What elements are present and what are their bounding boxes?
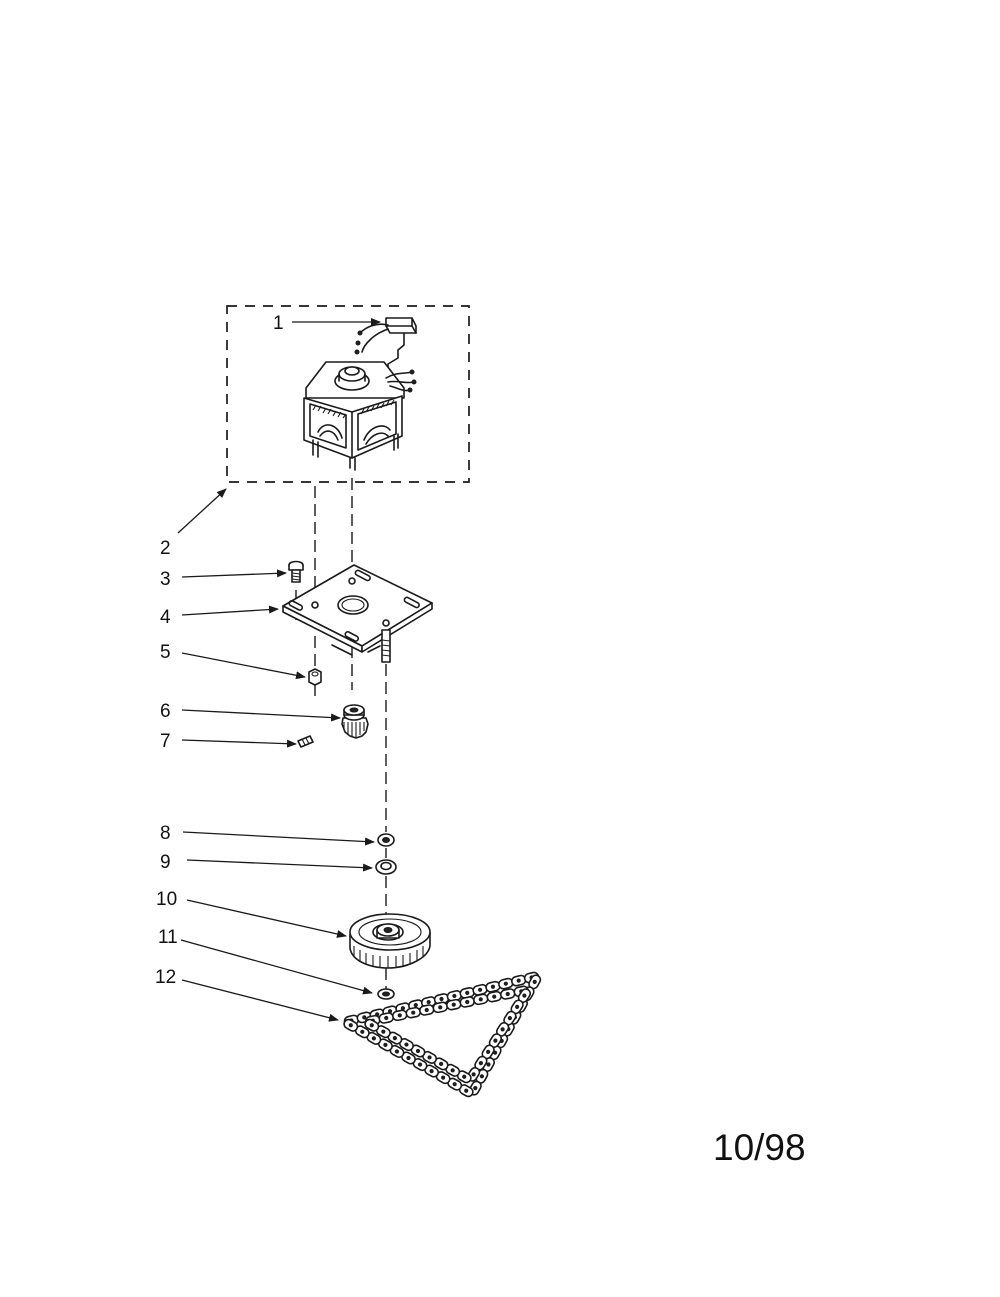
chain-pin: [424, 1007, 429, 1013]
part-11-clip: [377, 988, 395, 1000]
chain-pin: [394, 1049, 400, 1054]
callout-6: 6: [160, 701, 171, 722]
chain-pin: [397, 1013, 402, 1018]
chain-pin: [462, 1074, 467, 1079]
chain-pin: [417, 1062, 423, 1067]
chain-pin: [404, 1042, 409, 1047]
chain-pin: [486, 1062, 491, 1067]
part-12-chain: [343, 971, 542, 1098]
chain-pin: [441, 1075, 446, 1080]
chain-pin: [429, 1068, 434, 1074]
part-3-screw: [288, 560, 304, 583]
chain-pin: [348, 1023, 353, 1028]
leader-lines: [177, 318, 381, 1022]
callout-12: 12: [155, 967, 176, 988]
chain-pin: [505, 991, 510, 997]
chain-pin: [451, 1002, 456, 1007]
part-5-nut: [308, 668, 322, 686]
chain-pin: [439, 1061, 444, 1066]
chain-pin: [478, 997, 483, 1002]
motor-assembly-boundary: [226, 305, 470, 483]
chain-pin: [515, 1004, 520, 1009]
chain-pin: [516, 978, 521, 983]
chain-pin: [478, 1061, 483, 1066]
part-9-washer: [375, 859, 397, 875]
chain-pin: [490, 984, 496, 989]
date-stamp: 10/98: [713, 1127, 806, 1168]
chain-pin: [360, 1029, 365, 1034]
alignment-lines: [295, 478, 387, 990]
chain-pin: [465, 990, 470, 995]
chain-pin: [383, 1042, 388, 1048]
motor: [303, 361, 417, 471]
chain-pin: [426, 999, 431, 1005]
chain-pin: [492, 994, 497, 999]
chain-pin: [439, 996, 444, 1002]
callout-9: 9: [160, 852, 171, 873]
chain-pin: [369, 1023, 374, 1028]
chain-pin: [400, 1006, 405, 1011]
callout-7: 7: [160, 731, 171, 752]
part-10-sprocket: [349, 913, 431, 969]
chain-pin: [503, 981, 508, 986]
chain-pin: [500, 1027, 505, 1032]
chain-pin: [452, 993, 457, 999]
callout-1: 1: [273, 313, 284, 334]
part-4-mounting-plate: [282, 564, 433, 663]
chain-pin: [478, 987, 483, 992]
chain-pin: [371, 1036, 376, 1041]
callout-2: 2: [160, 538, 171, 559]
chain-pin: [464, 1088, 469, 1093]
callout-10: 10: [156, 889, 177, 910]
chain-pin: [392, 1036, 397, 1041]
callout-5: 5: [160, 642, 171, 663]
callout-labels: 1 2 3 4 5 6 7 8 9 10 11 12: [155, 313, 284, 988]
chain-pin: [406, 1055, 411, 1061]
part-1-switch: [354, 317, 417, 377]
callout-3: 3: [160, 569, 171, 590]
chain-pin: [465, 999, 470, 1005]
chain-pin: [384, 1015, 389, 1021]
chain-pin: [479, 1074, 484, 1079]
chain-pin: [413, 1003, 418, 1008]
chain-pin: [411, 1010, 416, 1015]
callout-4: 4: [160, 607, 171, 628]
chain-pin: [493, 1038, 498, 1043]
chain-pin: [507, 1016, 512, 1021]
callout-8: 8: [160, 823, 171, 844]
chain-pin: [452, 1082, 457, 1087]
chain-pin: [522, 993, 527, 998]
part-7-set-screw: [297, 735, 314, 748]
chain-pin: [486, 1049, 491, 1054]
chain-pin: [532, 979, 537, 985]
part-8-washer: [377, 833, 395, 847]
chain-pin: [473, 1086, 478, 1091]
chain-pin: [381, 1029, 386, 1034]
chain-pin: [450, 1068, 455, 1073]
chain-pin: [362, 1015, 367, 1020]
chain-pin: [415, 1048, 421, 1054]
part-6-pinion-gear: [341, 704, 369, 739]
chain-pin: [438, 1005, 443, 1010]
chain-pin: [471, 1072, 476, 1077]
chain-pin: [427, 1055, 432, 1060]
callout-11: 11: [158, 927, 178, 948]
